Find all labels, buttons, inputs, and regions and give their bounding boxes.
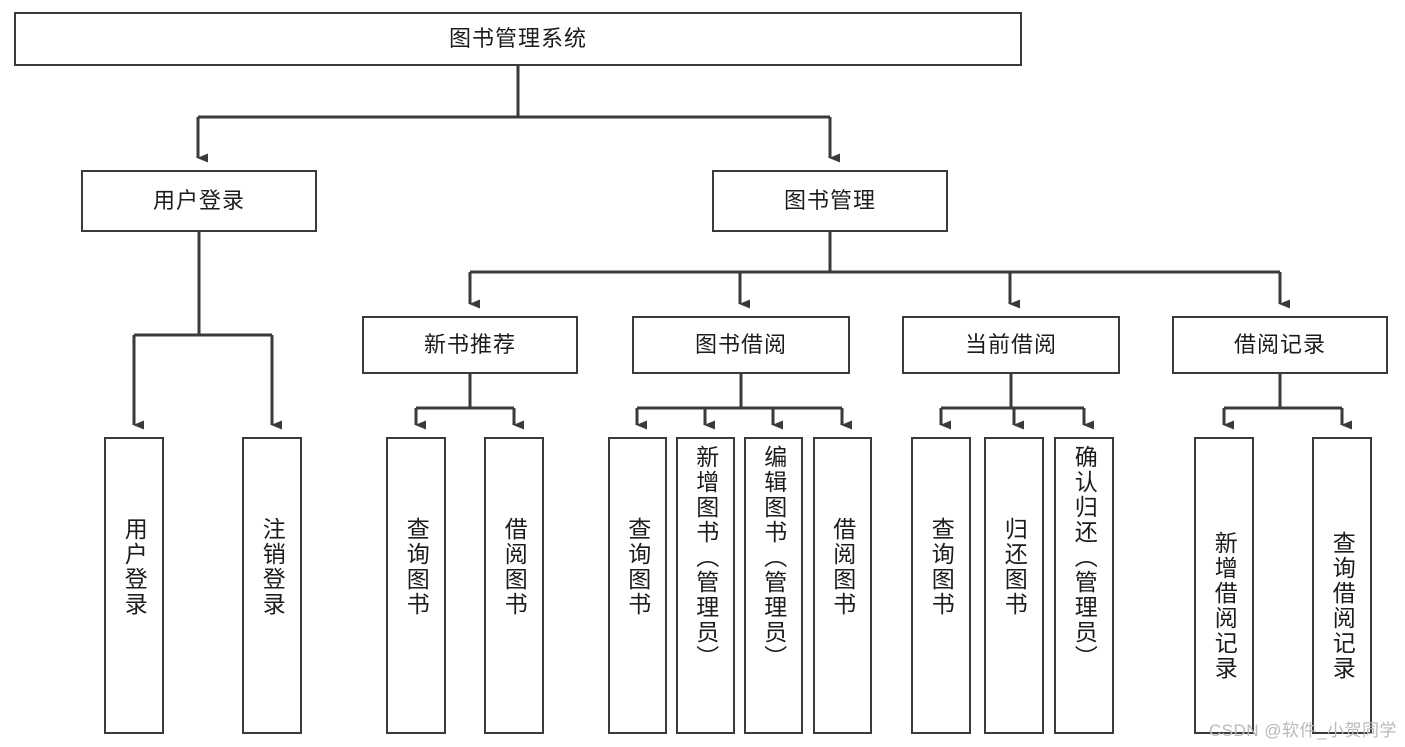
node-new-book-recommend-label: 新书推荐 <box>423 332 516 358</box>
node-book-borrow[interactable]: 图书借阅 <box>632 316 850 374</box>
node-leaf-query-book-borrow[interactable]: 查询图书 <box>608 437 667 734</box>
node-leaf-query-book-borrow-label: 查询图书 <box>624 517 651 617</box>
node-leaf-add-borrow-record-label: 新增借阅记录 <box>1211 531 1238 681</box>
node-leaf-add-book-admin[interactable]: 新增图书（管理员） <box>676 437 735 734</box>
node-leaf-edit-book-admin[interactable]: 编辑图书（管理员） <box>744 437 803 734</box>
node-leaf-query-borrow-record-label: 查询借阅记录 <box>1329 531 1356 681</box>
node-root-label: 图书管理系统 <box>448 26 587 52</box>
node-borrow-record-label: 借阅记录 <box>1233 332 1326 358</box>
node-book-manage-label: 图书管理 <box>783 188 876 214</box>
node-leaf-borrow-book-rec[interactable]: 借阅图书 <box>484 437 544 734</box>
node-leaf-logout-label: 注销登录 <box>259 517 286 617</box>
node-leaf-confirm-return-admin-label: 确认归还（管理员） <box>1071 445 1098 670</box>
node-current-borrow-label: 当前借阅 <box>964 332 1057 358</box>
node-leaf-query-borrow-record[interactable]: 查询借阅记录 <box>1312 437 1372 734</box>
node-user-login-label: 用户登录 <box>152 188 245 214</box>
node-leaf-user-login-label: 用户登录 <box>121 517 148 617</box>
node-leaf-query-book-current-label: 查询图书 <box>928 517 955 617</box>
node-leaf-borrow-book-rec-label: 借阅图书 <box>501 517 528 617</box>
node-new-book-recommend[interactable]: 新书推荐 <box>362 316 578 374</box>
node-leaf-add-book-admin-label: 新增图书（管理员） <box>692 445 719 670</box>
node-leaf-return-book-label: 归还图书 <box>1001 517 1028 617</box>
node-book-borrow-label: 图书借阅 <box>694 332 787 358</box>
node-leaf-query-book-rec[interactable]: 查询图书 <box>386 437 446 734</box>
node-leaf-return-book[interactable]: 归还图书 <box>984 437 1044 734</box>
node-current-borrow[interactable]: 当前借阅 <box>902 316 1120 374</box>
node-leaf-borrow-book-borrow[interactable]: 借阅图书 <box>813 437 872 734</box>
node-leaf-query-book-current[interactable]: 查询图书 <box>911 437 971 734</box>
node-leaf-logout[interactable]: 注销登录 <box>242 437 302 734</box>
node-leaf-borrow-book-borrow-label: 借阅图书 <box>829 517 856 617</box>
node-book-manage[interactable]: 图书管理 <box>712 170 948 232</box>
node-leaf-user-login[interactable]: 用户登录 <box>104 437 164 734</box>
csdn-watermark: CSDN @软件_小贺同学 <box>1208 721 1397 740</box>
node-leaf-edit-book-admin-label: 编辑图书（管理员） <box>760 445 787 670</box>
node-leaf-query-book-rec-label: 查询图书 <box>403 517 430 617</box>
node-user-login[interactable]: 用户登录 <box>81 170 317 232</box>
node-leaf-confirm-return-admin[interactable]: 确认归还（管理员） <box>1054 437 1114 734</box>
node-borrow-record[interactable]: 借阅记录 <box>1172 316 1388 374</box>
node-root[interactable]: 图书管理系统 <box>14 12 1022 66</box>
node-leaf-add-borrow-record[interactable]: 新增借阅记录 <box>1194 437 1254 734</box>
